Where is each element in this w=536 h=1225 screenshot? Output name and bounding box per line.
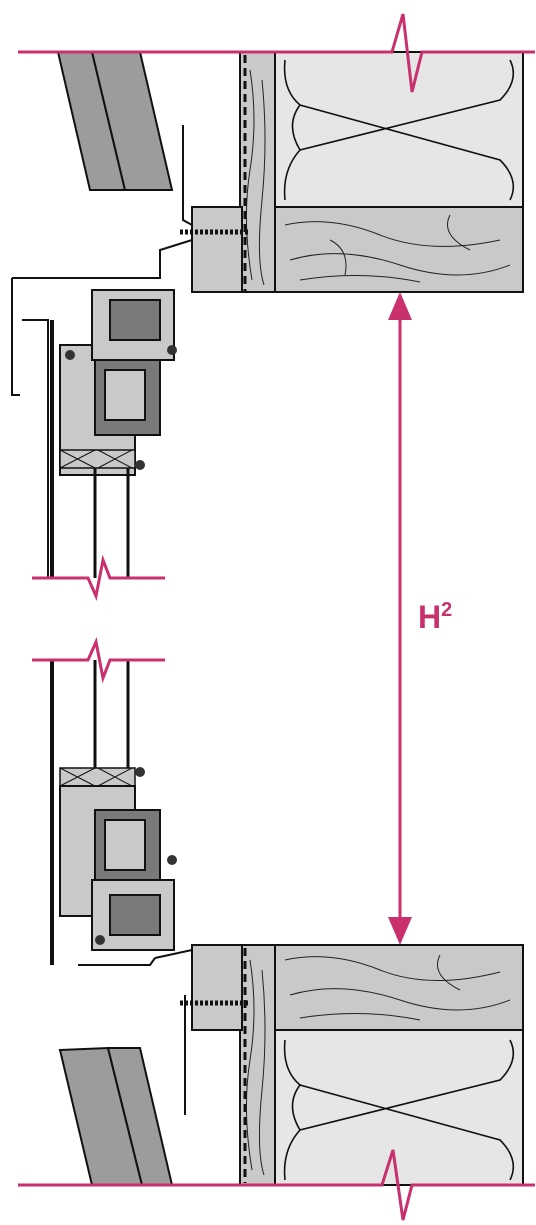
dimension-arrow-bottom <box>388 917 412 945</box>
bottom-sash <box>109 894 161 936</box>
bottom-insulation <box>274 1029 524 1186</box>
bottom-spacer-x <box>59 767 133 787</box>
bottom-spacer <box>59 767 136 787</box>
dimension-arrow-top <box>388 292 412 320</box>
bottom-break-line <box>18 1149 535 1221</box>
top-gasket-3 <box>135 460 145 470</box>
top-window-frame <box>22 289 177 578</box>
dimension-symbol: H <box>418 599 441 635</box>
top-insulation-pattern <box>283 59 515 201</box>
bottom-sill-block <box>191 944 243 1031</box>
top-gasket-2 <box>167 345 177 355</box>
bottom-sill-flashing <box>78 948 193 1000</box>
top-break-line <box>18 13 535 93</box>
bottom-sill-beam <box>274 944 524 1031</box>
height-dimension: H2 <box>388 292 452 945</box>
top-flashing <box>11 125 193 396</box>
top-gasket-1 <box>65 350 75 360</box>
top-lintel-grain <box>284 214 511 283</box>
bottom-window-frame <box>50 660 193 1000</box>
bottom-wall-section <box>58 944 524 1186</box>
dimension-superscript: 2 <box>441 599 452 621</box>
lower-glass-break-line <box>32 637 165 684</box>
top-glazing-bead <box>22 319 49 578</box>
top-spacer <box>59 449 136 469</box>
dimension-label: H2 <box>418 599 452 635</box>
bottom-gasket-2 <box>167 855 177 865</box>
top-sash <box>109 299 161 341</box>
bottom-gasket-3 <box>95 935 105 945</box>
bottom-insulation-pattern <box>283 1039 515 1181</box>
break-lines <box>18 13 535 1221</box>
bottom-board-grain <box>245 959 266 1176</box>
top-board-grain <box>245 69 266 286</box>
top-spacer-x <box>59 449 133 469</box>
top-frame-chamber <box>104 369 146 421</box>
bottom-frame-chamber <box>104 819 146 871</box>
top-sill-block <box>191 206 243 293</box>
bottom-beam-grain <box>284 954 511 1021</box>
top-wall-section <box>11 51 524 396</box>
top-insulation <box>274 51 524 208</box>
bottom-gasket-1 <box>135 767 145 777</box>
upper-glass-break-line <box>32 554 165 601</box>
top-lintel-beam <box>274 206 524 293</box>
